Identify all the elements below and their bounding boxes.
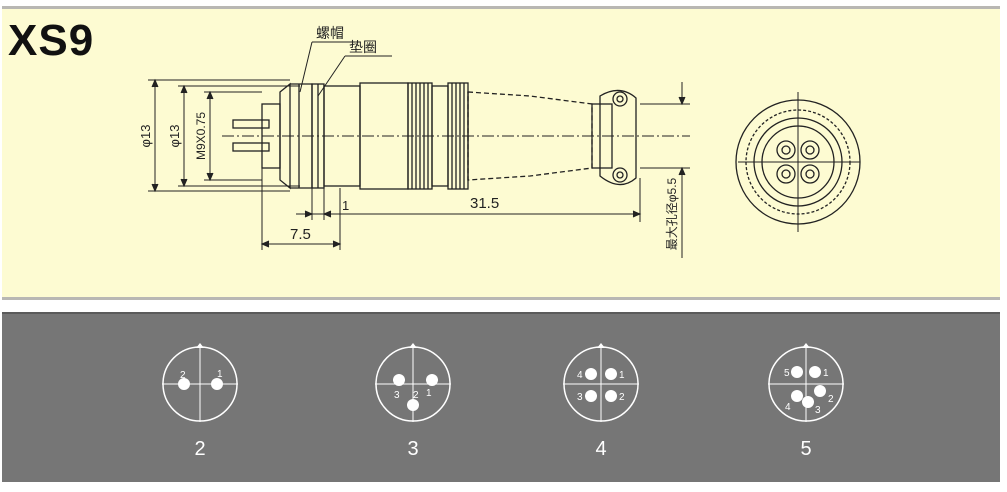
pin-number: 1 [823,368,829,379]
pin-number: 1 [426,388,432,399]
pin-dot [585,368,597,380]
pin-layout-3: 3 2 1 3 [375,343,451,460]
pin-dot [814,385,826,397]
pin-layout-caption: 4 [595,438,606,460]
pin-dot [809,366,821,378]
dim-thread: M9X0.75 [194,112,208,160]
dim-front: 7.5 [290,226,311,243]
drawing-panel [2,6,1000,300]
dim-length: 31.5 [470,195,499,212]
label-washer: 垫圈 [349,39,377,55]
pin-number: 4 [577,370,583,381]
dim-outer-diameter-1: φ13 [138,125,153,148]
label-nut: 螺帽 [316,25,344,41]
pin-layout-panel [2,312,1000,482]
dim-outer-diameter-2: φ13 [167,125,182,148]
pin-number: 1 [217,369,223,380]
cable-clamp [591,89,637,186]
pin-layouts: 2 1 2 3 2 1 3 [162,343,844,460]
pin-number: 2 [413,390,419,401]
pin-dot [791,366,803,378]
pin-number: 3 [815,405,821,416]
side-view [222,82,690,190]
pin-dot [585,390,597,402]
model-title: XS9 [8,16,95,65]
pin-layout-caption: 2 [194,438,205,460]
dimensions [148,41,690,258]
dimension-labels: 螺帽 垫圈 φ13 φ13 M9X0.75 1 31.5 7.5 最大孔径φ5.… [138,25,679,250]
pin-number: 2 [828,394,834,405]
pin-number: 2 [619,392,625,403]
pin-dot [802,396,814,408]
pin-dot [426,374,438,386]
pin-layout-caption: 5 [800,438,811,460]
dim-gap: 1 [342,198,349,213]
pin-number: 3 [394,390,400,401]
pin-dot [605,390,617,402]
front-view-pins [776,140,820,184]
pin-number: 2 [180,370,186,381]
pin-dot [211,378,223,390]
pin-number: 3 [577,392,583,403]
pin-number: 5 [784,368,790,379]
pin-number: 4 [785,402,791,413]
front-view [735,92,861,232]
pin-number: 1 [619,370,625,381]
pin-layout-5: 5 1 4 3 2 5 [768,343,844,460]
pin-dot [393,374,405,386]
pin-layout-2: 2 1 2 [162,343,238,460]
dim-cable-hole: 最大孔径φ5.5 [665,177,679,250]
connector-pins [232,119,270,152]
pin-dot [605,368,617,380]
pin-dot [178,378,190,390]
pin-dot [791,390,803,402]
pin-layout-4: 4 1 3 2 4 [563,343,639,460]
pin-dot [407,399,419,411]
pin-layout-caption: 3 [407,438,418,460]
